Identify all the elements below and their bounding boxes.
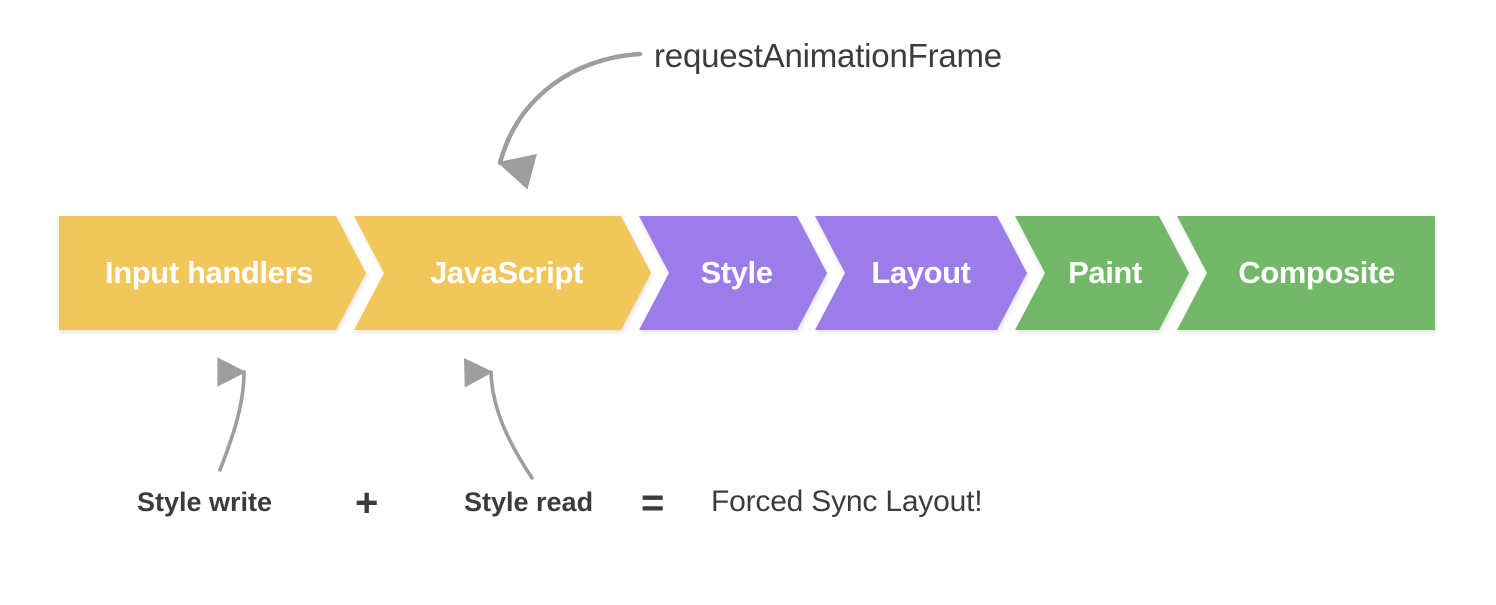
- style-read-arrow: [463, 357, 534, 480]
- equation-term-style-read: Style read: [464, 487, 594, 517]
- pipeline-stage-shape-layout[interactable]: [815, 216, 1027, 330]
- equation-result-forced-sync-layout: Forced Sync Layout!: [711, 485, 983, 518]
- pipeline-stage-shape-paint[interactable]: [1015, 216, 1189, 330]
- pipeline-stage-shape-composite[interactable]: [1177, 216, 1435, 330]
- pipeline-stage-shape-javascript[interactable]: [354, 216, 651, 330]
- request-animation-frame-arrow: [497, 51, 643, 190]
- pipeline-stage-shape-style[interactable]: [639, 216, 827, 330]
- pipeline-stage-shape-input-handlers[interactable]: [59, 216, 366, 330]
- equation-plus-operator: +: [355, 481, 379, 525]
- style-write-arrow: [217, 357, 247, 472]
- rendering-pipeline: Input handlers JavaScript Style Layout P…: [59, 216, 1435, 330]
- request-animation-frame-label: requestAnimationFrame: [654, 37, 1002, 74]
- equation-equals-operator: =: [641, 481, 665, 525]
- equation-term-style-write: Style write: [137, 487, 273, 517]
